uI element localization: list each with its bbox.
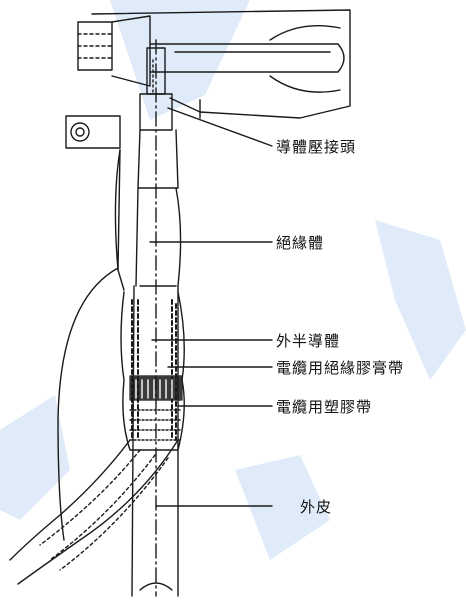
label-insulation: 絕緣體	[276, 234, 325, 252]
leader-lines	[149, 107, 273, 507]
connector-clamp	[77, 9, 351, 119]
label-outer-sheath: 外皮	[300, 498, 333, 516]
watermark	[0, 0, 466, 560]
label-conductor-lug: 導體壓接頭	[276, 138, 357, 156]
outer-sheath	[9, 267, 179, 585]
taped-region	[120, 291, 185, 451]
cable-body	[114, 39, 182, 597]
label-insulating-tape: 電纜用絕緣膠膏帶	[276, 359, 405, 377]
label-plastic-tape: 電纜用塑膠帶	[276, 398, 373, 416]
label-outer-semiconductor: 外半導體	[276, 332, 341, 350]
mounting-eye	[65, 115, 121, 149]
